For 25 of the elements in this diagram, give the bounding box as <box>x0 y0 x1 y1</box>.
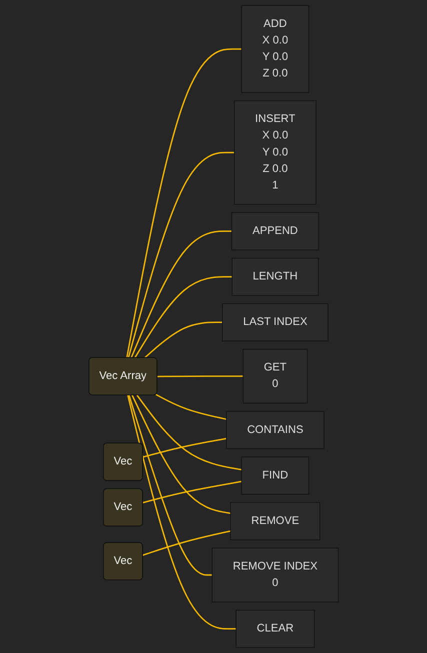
connector <box>142 530 231 556</box>
node-box: REMOVE INDEX 0 <box>212 548 338 602</box>
connector <box>142 480 242 504</box>
connector <box>128 394 212 576</box>
node-box: CLEAR <box>236 610 315 648</box>
node-box: INSERT X 0.0 Y 0.0 Z 0.0 1 <box>234 100 316 205</box>
node-box: FIND <box>241 456 310 495</box>
connector <box>126 48 242 358</box>
node-box: LENGTH <box>232 258 319 296</box>
node-box: CONTAINS <box>226 411 324 450</box>
connector <box>144 322 222 358</box>
connector <box>130 230 232 358</box>
connector <box>157 376 244 378</box>
connector <box>134 276 232 358</box>
connector <box>136 394 242 470</box>
connector <box>131 394 231 514</box>
node-box: ADD X 0.0 Y 0.0 Z 0.0 <box>241 5 310 93</box>
node-box: GET 0 <box>242 348 308 404</box>
connector <box>127 395 236 630</box>
connector <box>128 152 234 358</box>
connector <box>155 394 226 420</box>
node-box: LAST INDEX <box>222 303 328 342</box>
connector <box>142 438 226 458</box>
node-box: REMOVE <box>230 502 320 540</box>
node-box: APPEND <box>231 212 319 250</box>
